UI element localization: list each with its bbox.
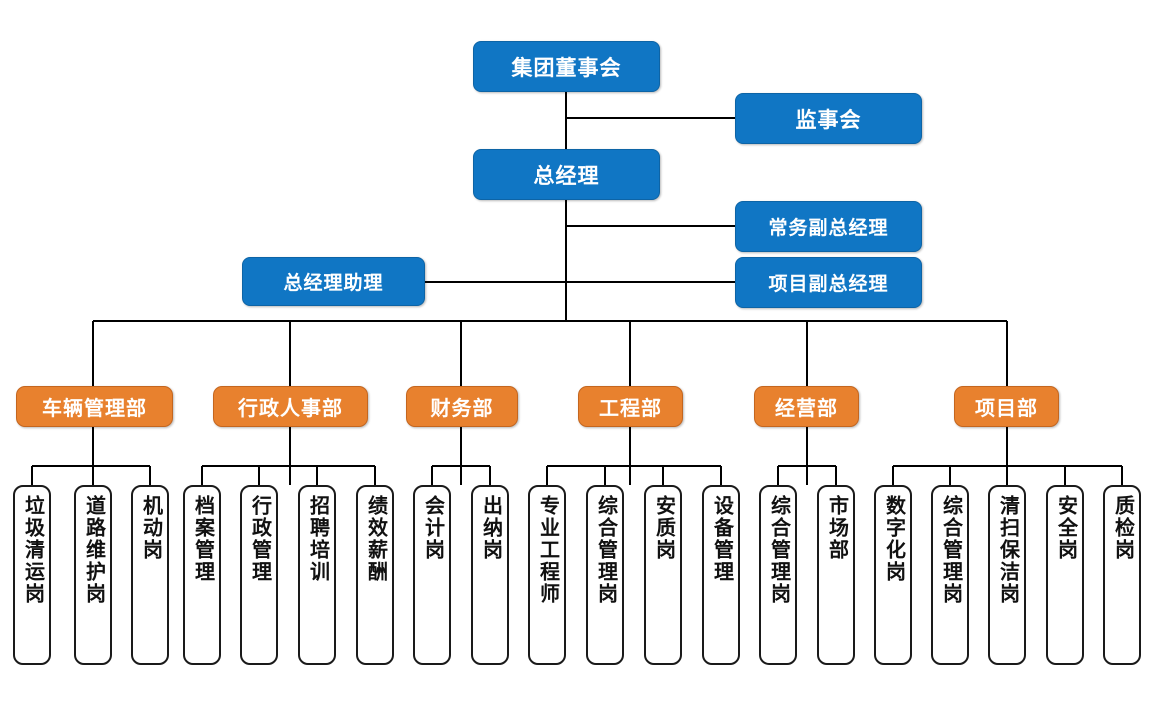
node-board-label: 集团董事会 xyxy=(511,56,622,80)
node-position-accounting[interactable]: 会计岗 xyxy=(413,485,451,665)
node-supervisory-board-label: 监事会 xyxy=(795,108,862,132)
node-general-manager-label: 总经理 xyxy=(533,164,600,188)
node-department-operations-label: 经营部 xyxy=(775,398,838,420)
node-position-safety[interactable]: 安全岗 xyxy=(1046,485,1084,665)
node-position-label: 会计岗 xyxy=(421,495,444,561)
node-department-admin-hr[interactable]: 行政人事部 xyxy=(213,386,368,427)
node-department-operations[interactable]: 经营部 xyxy=(754,386,859,427)
node-position-digitalization[interactable]: 数字化岗 xyxy=(874,485,912,665)
node-position-waste-removal[interactable]: 垃圾清运岗 xyxy=(13,485,51,665)
node-department-finance[interactable]: 财务部 xyxy=(406,386,518,427)
node-position-label: 数字化岗 xyxy=(882,495,905,583)
node-gm-assistant-label: 总经理助理 xyxy=(283,273,384,294)
node-position-label: 行政管理 xyxy=(248,495,271,583)
node-position-general-management-eng[interactable]: 综合管理岗 xyxy=(586,485,624,665)
node-department-vehicle[interactable]: 车辆管理部 xyxy=(16,386,173,427)
node-position-road-maintenance[interactable]: 道路维护岗 xyxy=(74,485,112,665)
node-position-label: 绩效薪酬 xyxy=(364,495,387,583)
node-position-archives-management[interactable]: 档案管理 xyxy=(183,485,221,665)
node-position-label: 安质岗 xyxy=(652,495,675,561)
node-position-cleaning-sanitation[interactable]: 清扫保洁岗 xyxy=(988,485,1026,665)
node-position-general-management-ops[interactable]: 综合管理岗 xyxy=(759,485,797,665)
node-board[interactable]: 集团董事会 xyxy=(473,41,660,92)
node-position-label: 清扫保洁岗 xyxy=(996,495,1019,605)
node-executive-vice-gm[interactable]: 常务副总经理 xyxy=(735,201,922,252)
node-position-label: 垃圾清运岗 xyxy=(21,495,44,605)
node-position-label: 综合管理岗 xyxy=(767,495,790,605)
node-position-cashier[interactable]: 出纳岗 xyxy=(471,485,509,665)
node-position-quality-inspection[interactable]: 质检岗 xyxy=(1103,485,1141,665)
node-position-label: 综合管理岗 xyxy=(594,495,617,605)
node-position-safety-quality[interactable]: 安质岗 xyxy=(644,485,682,665)
node-department-project[interactable]: 项目部 xyxy=(954,386,1059,427)
node-position-equipment-management[interactable]: 设备管理 xyxy=(702,485,740,665)
node-project-vice-gm-label: 项目副总经理 xyxy=(768,274,889,295)
node-position-label: 市场部 xyxy=(825,495,848,561)
node-department-vehicle-label: 车辆管理部 xyxy=(42,398,147,420)
node-department-engineering[interactable]: 工程部 xyxy=(578,386,683,427)
node-position-label: 安全岗 xyxy=(1054,495,1077,561)
node-department-finance-label: 财务部 xyxy=(430,398,494,420)
node-general-manager[interactable]: 总经理 xyxy=(473,149,660,200)
node-department-engineering-label: 工程部 xyxy=(599,398,662,420)
node-department-admin-hr-label: 行政人事部 xyxy=(238,398,343,420)
node-project-vice-gm[interactable]: 项目副总经理 xyxy=(735,257,922,308)
node-position-marketing[interactable]: 市场部 xyxy=(817,485,855,665)
node-position-administration-management[interactable]: 行政管理 xyxy=(240,485,278,665)
node-position-label: 道路维护岗 xyxy=(82,495,105,605)
node-position-label: 质检岗 xyxy=(1111,495,1134,561)
node-department-project-label: 项目部 xyxy=(975,398,1038,420)
node-position-label: 机动岗 xyxy=(139,495,162,561)
node-position-label: 设备管理 xyxy=(710,495,733,583)
node-position-label: 档案管理 xyxy=(191,495,214,583)
node-position-label: 专业工程师 xyxy=(536,495,559,605)
node-position-label: 招聘培训 xyxy=(306,495,329,583)
node-position-label: 出纳岗 xyxy=(479,495,502,561)
node-gm-assistant[interactable]: 总经理助理 xyxy=(242,257,425,306)
node-position-professional-engineer[interactable]: 专业工程师 xyxy=(528,485,566,665)
node-supervisory-board[interactable]: 监事会 xyxy=(735,93,922,144)
node-position-flexible-duty[interactable]: 机动岗 xyxy=(131,485,169,665)
node-executive-vice-gm-label: 常务副总经理 xyxy=(768,218,889,239)
node-position-general-management-proj[interactable]: 综合管理岗 xyxy=(931,485,969,665)
node-position-recruitment-training[interactable]: 招聘培训 xyxy=(298,485,336,665)
node-position-label: 综合管理岗 xyxy=(939,495,962,605)
node-position-performance-compensation[interactable]: 绩效薪酬 xyxy=(356,485,394,665)
